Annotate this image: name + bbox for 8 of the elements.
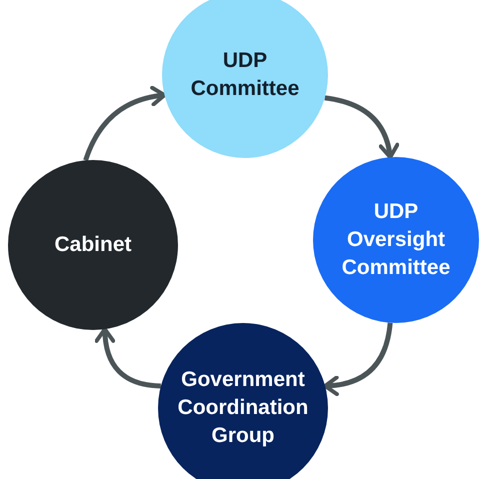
stage-label: UDP Committee bbox=[190, 48, 300, 102]
curved-arrow bbox=[323, 322, 393, 396]
stage-label: Cabinet bbox=[54, 232, 132, 258]
curved-arrow bbox=[95, 327, 162, 388]
curved-arrow bbox=[83, 86, 166, 162]
stage-label: UDP Oversight Committee bbox=[340, 199, 452, 281]
stage-label: Government Coordination Group bbox=[176, 367, 310, 449]
curved-arrow bbox=[324, 95, 399, 160]
